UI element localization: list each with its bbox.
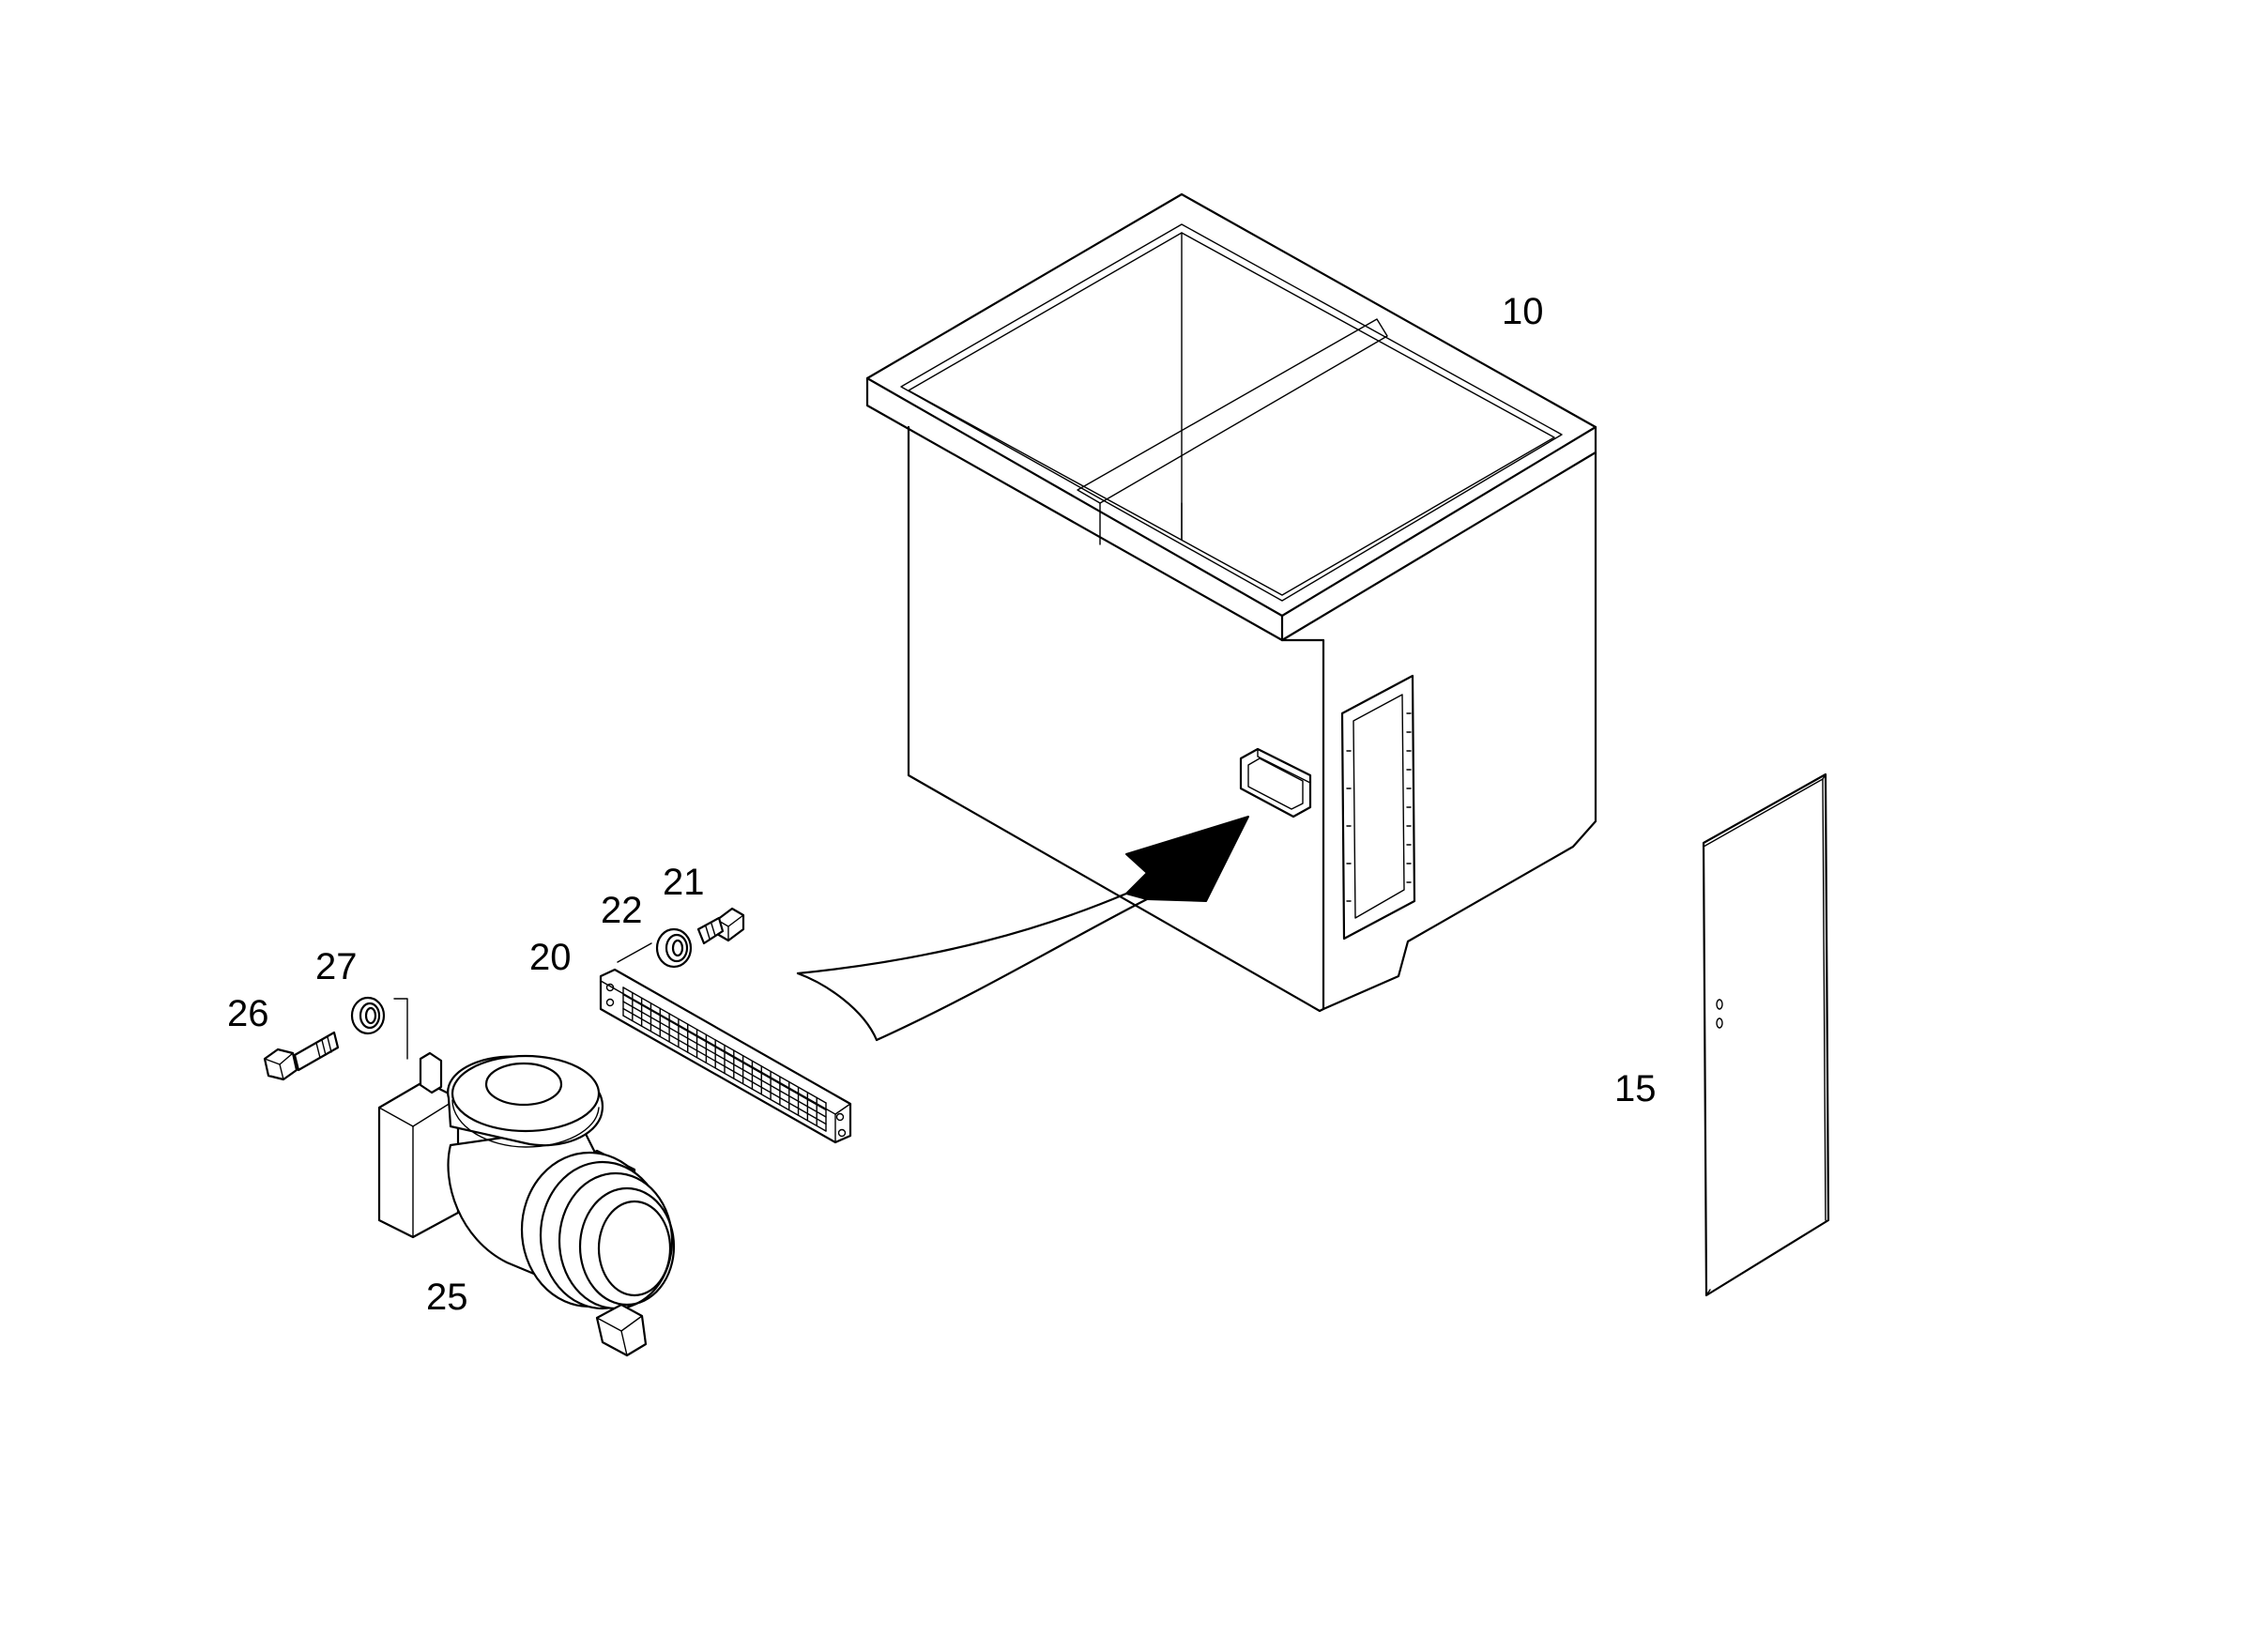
door-part-15	[1702, 772, 1830, 1297]
callout-15: 15	[1614, 1068, 1657, 1109]
pump-part-25	[377, 1051, 676, 1357]
grate-mesh-line	[622, 1001, 827, 1118]
callout-21: 21	[663, 862, 705, 903]
callout-26: 26	[227, 993, 269, 1034]
tub-part-10	[865, 192, 1597, 1013]
small-washer-part-22	[655, 927, 693, 969]
grate-mesh-line	[622, 987, 827, 1104]
leader-22	[617, 942, 652, 963]
grate-mesh-line	[622, 1007, 827, 1125]
leader-27	[393, 998, 408, 1060]
bolt-washer-part-27	[350, 996, 386, 1035]
grate-part-20	[599, 968, 852, 1144]
assembly-arrow	[796, 816, 1249, 1042]
callout-27: 27	[315, 946, 358, 987]
callout-22: 22	[601, 890, 643, 931]
bolt-part-26	[263, 1031, 340, 1081]
callout-25: 25	[426, 1277, 468, 1318]
grate-mesh-line	[622, 993, 827, 1111]
callout-10: 10	[1502, 291, 1544, 332]
small-screw-part-21	[696, 907, 745, 945]
grate-mesh-line	[622, 1015, 827, 1132]
callout-20: 20	[529, 937, 572, 978]
